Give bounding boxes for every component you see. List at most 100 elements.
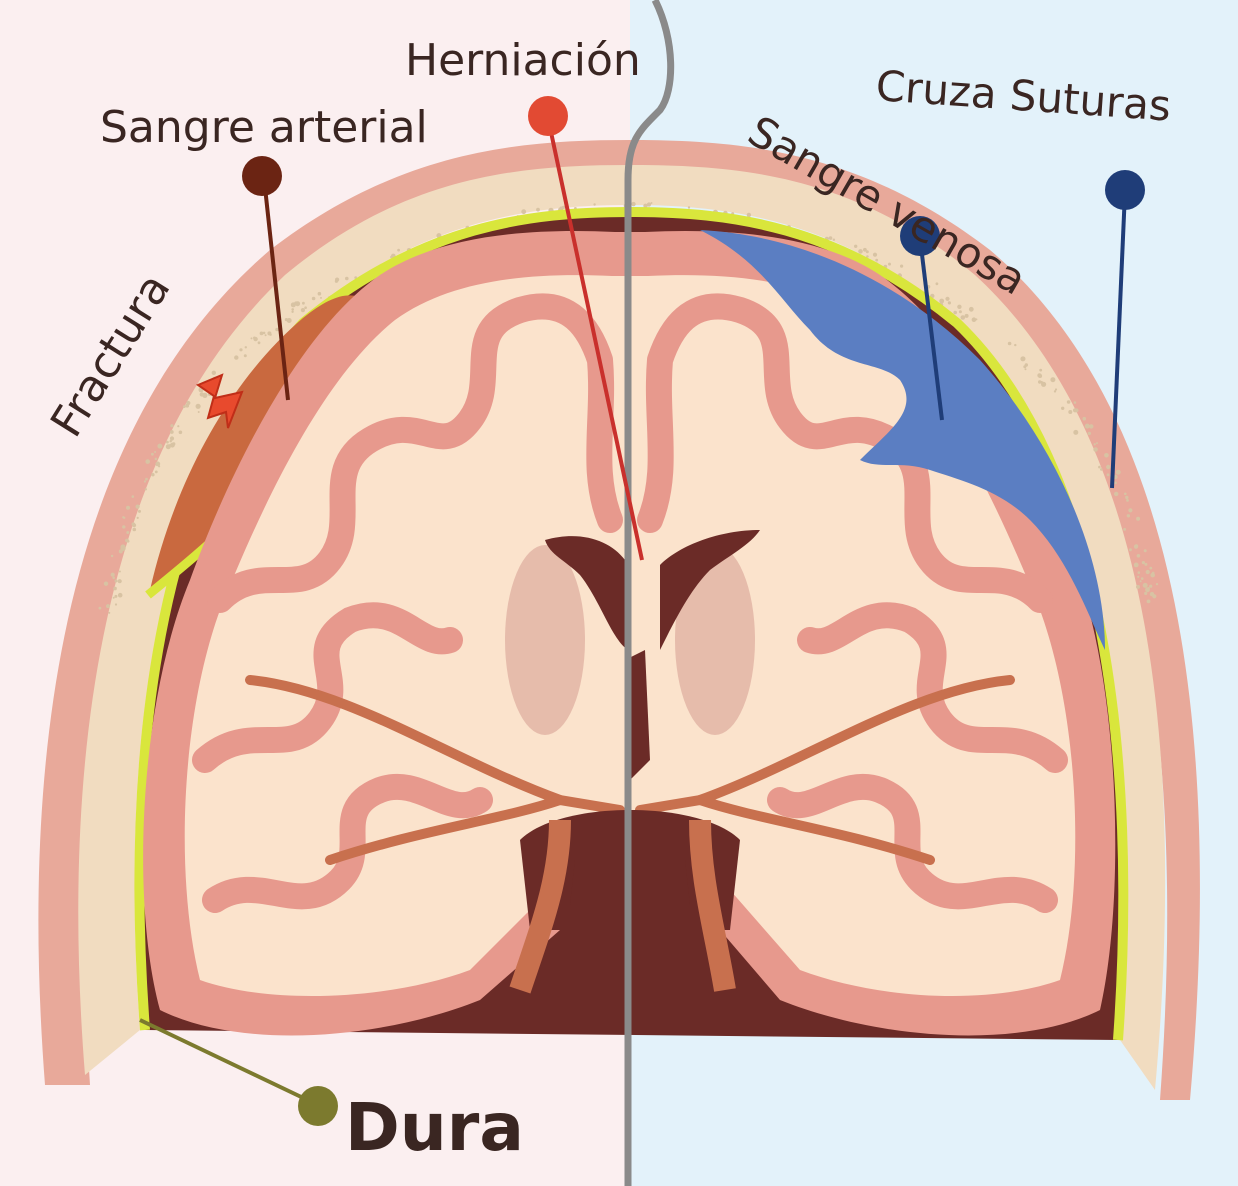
bone-texture-dot <box>234 355 238 359</box>
bone-texture-dot <box>948 301 951 304</box>
bone-texture-dot <box>106 604 110 608</box>
bone-texture-dot <box>136 505 140 509</box>
bone-texture-dot <box>1124 493 1127 496</box>
bone-texture-dot <box>287 318 292 323</box>
bone-texture-dot <box>115 580 118 583</box>
label-herniation: Herniación <box>405 35 641 86</box>
bone-texture-dot <box>593 203 595 205</box>
bone-texture-dot <box>113 587 117 591</box>
bone-texture-dot <box>154 451 156 453</box>
bone-texture-dot <box>936 282 939 285</box>
bone-texture-dot <box>170 424 173 427</box>
bone-texture-dot <box>1014 344 1016 346</box>
bone-texture-dot <box>536 208 540 212</box>
bone-texture-dot <box>119 571 121 573</box>
bone-texture-dot <box>1038 380 1041 383</box>
bone-texture-dot <box>151 453 154 456</box>
bone-texture-dot <box>833 239 835 241</box>
bone-texture-dot <box>186 401 190 405</box>
bone-texture-dot <box>112 577 115 580</box>
bone-texture-dot <box>170 430 174 434</box>
bone-texture-dot <box>1096 442 1098 444</box>
bone-texture-dot <box>1149 567 1152 570</box>
bone-texture-dot <box>1146 570 1150 574</box>
bone-texture-dot <box>647 202 651 206</box>
bone-texture-dot <box>1106 465 1110 469</box>
bone-texture-dot <box>1140 580 1142 582</box>
bone-texture-dot <box>1128 508 1132 512</box>
bone-texture-dot <box>941 299 943 301</box>
bone-texture-dot <box>121 546 126 551</box>
bone-texture-dot <box>158 465 160 467</box>
bone-texture-dot <box>245 346 247 348</box>
bone-texture-dot <box>318 292 322 296</box>
bone-texture-dot <box>138 510 141 513</box>
bone-texture-dot <box>1149 585 1152 588</box>
bone-texture-dot <box>258 341 261 344</box>
bone-texture-dot <box>111 555 113 557</box>
bone-texture-dot <box>1136 517 1140 521</box>
bone-texture-dot <box>1147 587 1150 590</box>
bone-texture-dot <box>1143 583 1148 588</box>
bone-texture-dot <box>166 444 171 449</box>
bone-texture-dot <box>253 337 257 341</box>
bone-texture-dot <box>1100 468 1103 471</box>
bone-texture-dot <box>1114 482 1117 485</box>
bone-texture-dot <box>294 301 298 305</box>
bone-texture-dot <box>108 612 110 614</box>
bone-texture-dot <box>1138 571 1141 574</box>
bone-texture-dot <box>1142 561 1145 564</box>
bone-texture-dot <box>953 311 957 315</box>
bone-texture-dot <box>965 314 969 318</box>
bone-texture-dot <box>1107 473 1110 476</box>
bone-texture-dot <box>198 411 200 413</box>
bone-texture-dot <box>858 249 863 254</box>
bone-texture-dot <box>312 297 316 301</box>
bone-texture-dot <box>959 310 962 313</box>
bone-texture-dot <box>145 478 148 481</box>
bone-texture-dot <box>1067 400 1071 404</box>
bone-texture-dot <box>212 371 216 375</box>
bone-texture-dot <box>1144 592 1147 595</box>
bone-texture-dot <box>957 305 961 309</box>
bone-texture-dot <box>1127 514 1130 517</box>
bone-texture-dot <box>688 206 690 208</box>
bone-texture-dot <box>1137 576 1139 578</box>
bone-texture-dot <box>335 278 339 282</box>
bone-texture-dot <box>170 436 174 440</box>
bone-texture-dot <box>1020 356 1025 361</box>
bone-texture-dot <box>118 579 122 583</box>
bone-texture-dot <box>267 331 271 335</box>
bone-texture-dot <box>1088 432 1091 435</box>
bone-texture-dot <box>1041 382 1046 387</box>
bone-texture-dot <box>875 259 878 262</box>
bone-texture-dot <box>118 593 123 598</box>
bone-texture-dot <box>127 540 130 543</box>
bone-texture-dot <box>1125 496 1128 499</box>
bone-texture-dot <box>179 431 183 435</box>
bone-texture-dot <box>177 425 179 427</box>
bone-texture-dot <box>521 209 526 214</box>
bone-texture-dot <box>113 597 115 599</box>
bone-texture-dot <box>854 245 857 248</box>
bone-texture-dot <box>132 522 136 526</box>
bone-texture-dot <box>969 307 974 312</box>
bone-texture-dot <box>1141 577 1144 580</box>
bone-texture-dot <box>1068 410 1072 414</box>
bone-texture-dot <box>155 458 158 461</box>
bone-texture-dot <box>1073 430 1078 435</box>
bone-texture-dot <box>1061 407 1064 410</box>
bone-texture-dot <box>301 308 305 312</box>
bone-texture-dot <box>1093 447 1098 452</box>
bone-texture-dot <box>1050 377 1055 382</box>
bone-texture-dot <box>866 250 869 253</box>
bone-texture-dot <box>99 607 102 610</box>
bone-texture-dot <box>961 315 966 320</box>
bone-texture-dot <box>888 263 891 266</box>
bone-texture-dot <box>1094 443 1096 445</box>
bone-texture-dot <box>1144 549 1147 552</box>
bone-texture-dot <box>157 444 162 449</box>
bone-texture-dot <box>1083 417 1087 421</box>
bone-texture-dot <box>122 525 125 528</box>
